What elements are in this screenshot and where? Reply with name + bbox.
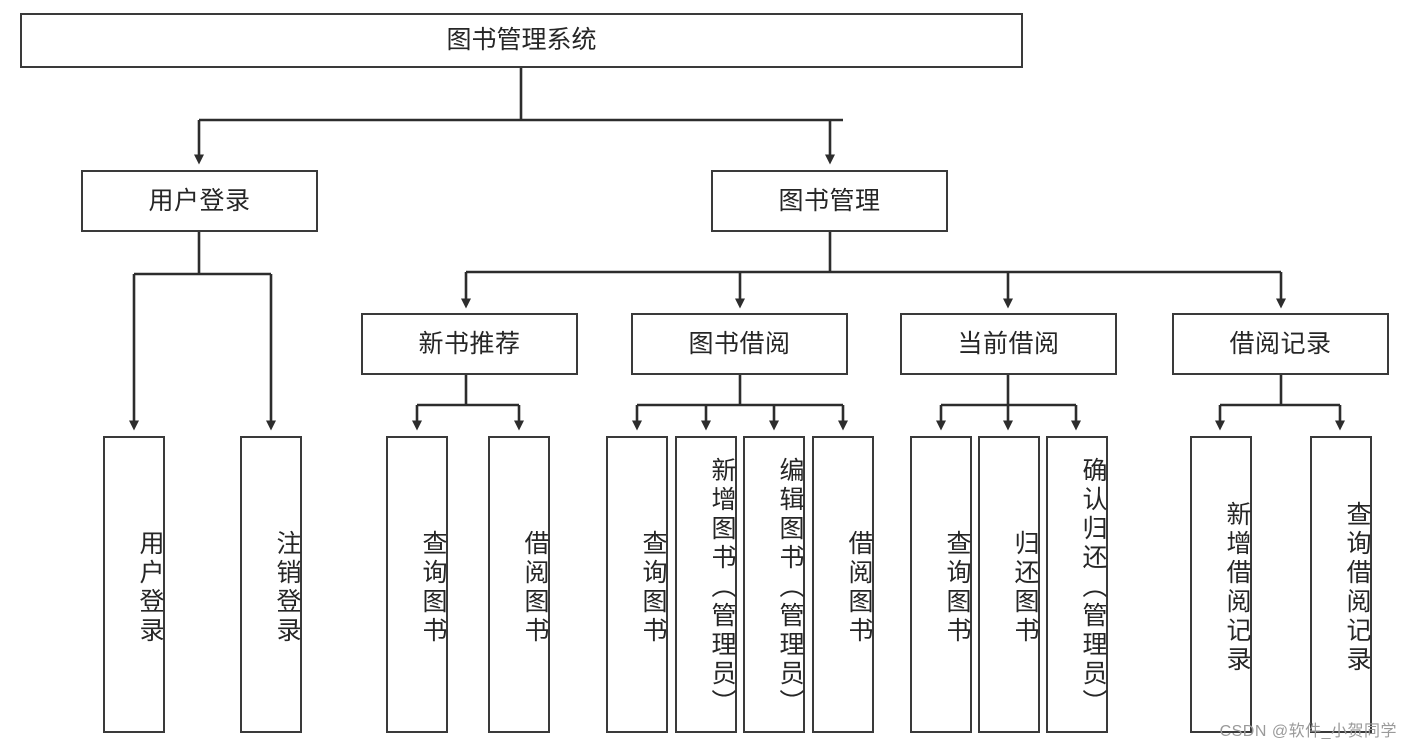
node-label: 用户登录 bbox=[136, 529, 164, 646]
node-label: 确认归还（管理员） bbox=[1079, 457, 1107, 718]
leaf-current-borrow-query[interactable]: 查询图书 bbox=[910, 436, 972, 733]
leaf-book-borrow-query[interactable]: 查询图书 bbox=[606, 436, 668, 733]
leaf-new-book-borrow[interactable]: 借阅图书 bbox=[488, 436, 550, 733]
node-label: 图书管理 bbox=[778, 186, 881, 215]
node-borrow-record[interactable]: 借阅记录 bbox=[1172, 313, 1389, 375]
leaf-borrow-record-query[interactable]: 查询借阅记录 bbox=[1310, 436, 1372, 733]
leaf-user-login-login[interactable]: 用户登录 bbox=[103, 436, 165, 733]
node-root-book-management-system[interactable]: 图书管理系统 bbox=[20, 13, 1023, 68]
node-label: 编辑图书（管理员） bbox=[776, 457, 804, 718]
node-label: 新增借阅记录 bbox=[1223, 500, 1251, 675]
node-new-book-recommend[interactable]: 新书推荐 bbox=[361, 313, 578, 375]
leaf-book-borrow-borrow[interactable]: 借阅图书 bbox=[812, 436, 874, 733]
leaf-user-login-logout[interactable]: 注销登录 bbox=[240, 436, 302, 733]
leaf-book-borrow-edit[interactable]: 编辑图书（管理员） bbox=[743, 436, 805, 733]
node-book-borrow[interactable]: 图书借阅 bbox=[631, 313, 848, 375]
node-label: 借阅图书 bbox=[845, 529, 873, 646]
node-label: 图书借阅 bbox=[688, 329, 791, 358]
leaf-current-borrow-confirm-return[interactable]: 确认归还（管理员） bbox=[1046, 436, 1108, 733]
node-label: 新书推荐 bbox=[418, 329, 521, 358]
node-label: 查询图书 bbox=[419, 529, 447, 646]
leaf-new-book-query[interactable]: 查询图书 bbox=[386, 436, 448, 733]
node-label: 注销登录 bbox=[273, 529, 301, 646]
node-label: 借阅图书 bbox=[521, 529, 549, 646]
node-label: 归还图书 bbox=[1011, 529, 1039, 646]
node-label: 查询图书 bbox=[943, 529, 971, 646]
node-book-management[interactable]: 图书管理 bbox=[711, 170, 948, 232]
node-label: 新增图书（管理员） bbox=[708, 457, 736, 718]
node-label: 用户登录 bbox=[148, 186, 251, 215]
node-label: 当前借阅 bbox=[957, 329, 1060, 358]
node-label: 图书管理系统 bbox=[446, 26, 597, 55]
leaf-book-borrow-add[interactable]: 新增图书（管理员） bbox=[675, 436, 737, 733]
leaf-current-borrow-return[interactable]: 归还图书 bbox=[978, 436, 1040, 733]
node-label: 借阅记录 bbox=[1229, 329, 1332, 358]
csdn-watermark: CSDN @软件_小贺同学 bbox=[1219, 723, 1397, 740]
node-label: 查询图书 bbox=[639, 529, 667, 646]
node-label: 查询借阅记录 bbox=[1343, 500, 1371, 675]
leaf-borrow-record-add[interactable]: 新增借阅记录 bbox=[1190, 436, 1252, 733]
node-user-login[interactable]: 用户登录 bbox=[81, 170, 318, 232]
node-current-borrow[interactable]: 当前借阅 bbox=[900, 313, 1117, 375]
